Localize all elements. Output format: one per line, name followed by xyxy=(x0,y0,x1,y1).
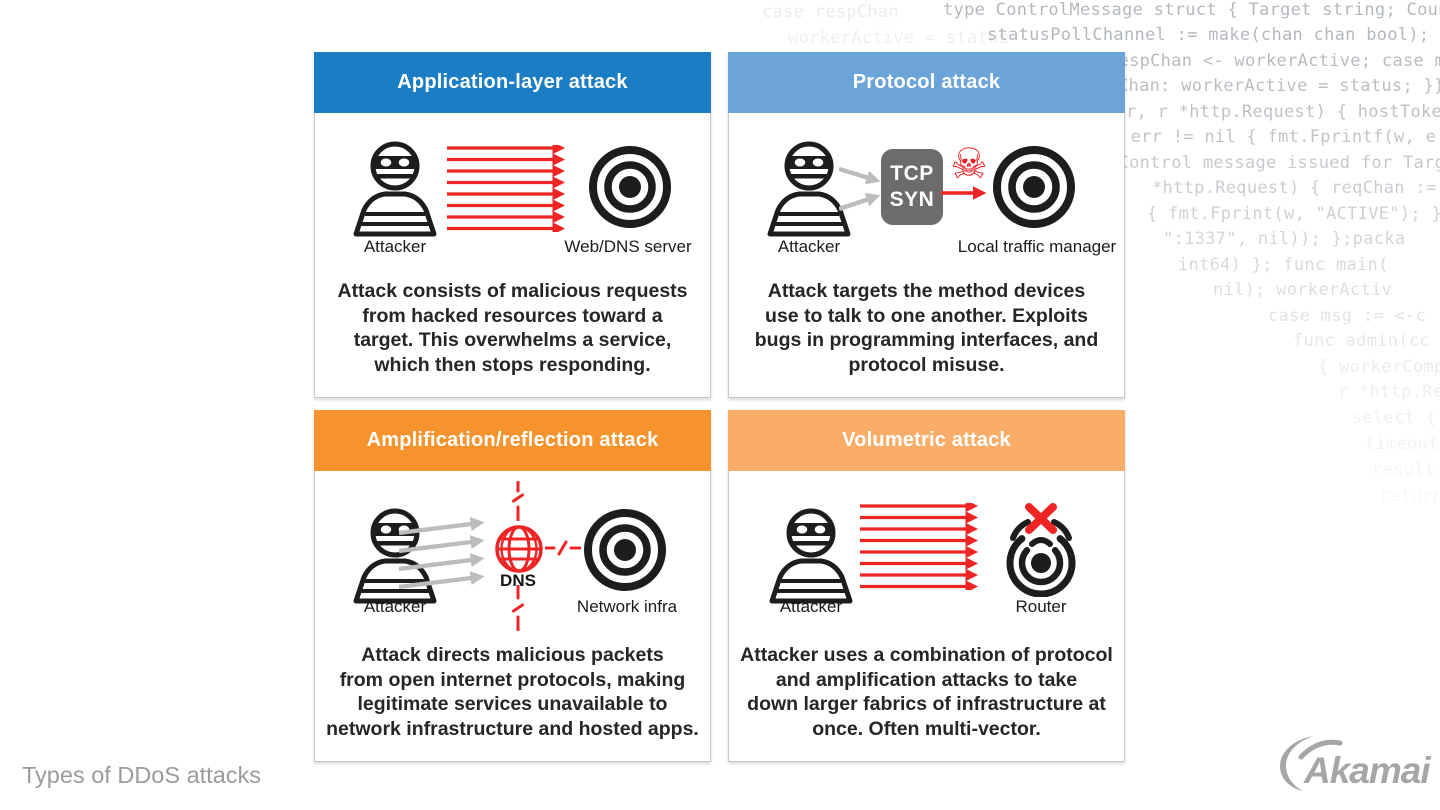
card-description: Attack targets the method devices use to… xyxy=(754,280,1099,376)
attacker-icon xyxy=(353,508,437,604)
page-caption: Types of DDoS attacks xyxy=(22,762,262,788)
card-header: Volumetric attack xyxy=(728,410,1125,471)
red-arrows-icon xyxy=(860,503,979,590)
card-amplification-reflection-attack: Amplification/reflection attack xyxy=(314,410,711,762)
card-application-layer-attack: Application-layer attack xyxy=(314,52,711,398)
card-title: Volumetric attack xyxy=(842,429,1011,451)
code-line: ":1337", nil)); };packa xyxy=(1163,229,1406,249)
code-line: r *http.Requ xyxy=(1338,382,1440,402)
target-label: Router xyxy=(1015,597,1067,616)
source-label: Attacker xyxy=(777,237,841,256)
attacker-icon xyxy=(769,508,853,604)
code-line: r, r *http.Request) { hostToken xyxy=(1126,102,1440,122)
red-arrows-icon xyxy=(447,145,566,232)
code-line: respChan <- workerActive; case msg : xyxy=(1108,51,1440,71)
target-icon xyxy=(584,509,666,591)
code-line: timeout := t xyxy=(1365,434,1440,454)
card-title: Amplification/reflection attack xyxy=(366,429,659,451)
code-line: statusPollChannel := make(chan chan bool… xyxy=(987,25,1440,45)
dns-label: DNS xyxy=(500,571,536,590)
code-line: case respChan xyxy=(762,2,899,22)
code-line: "Control message issued for Targ xyxy=(1108,153,1440,173)
target-icon xyxy=(993,146,1075,228)
code-line: nil); workerActiv xyxy=(1213,280,1393,300)
syn-label: SYN xyxy=(889,188,935,211)
card-title: Protocol attack xyxy=(852,71,1001,93)
code-line: select { cas xyxy=(1352,408,1440,428)
blocked-dashes-bottom-icon xyxy=(512,585,524,631)
blocked-dashes-right-icon xyxy=(545,540,581,556)
card-description: Attack consists of malicious requests fr… xyxy=(337,280,688,376)
card-header: Application-layer attack xyxy=(314,52,711,113)
attacker-icon xyxy=(767,141,851,237)
card-description: Attack directs malicious packets from op… xyxy=(326,644,699,740)
gray-arrows-icon xyxy=(839,166,881,212)
target-icon xyxy=(589,146,671,228)
code-line: case msg := <-c xyxy=(1268,306,1427,326)
code-line: { fmt.Fprint(w, "ACTIVE"); } xyxy=(1147,204,1440,224)
akamai-logo: Akamai xyxy=(1280,736,1432,791)
code-line: Chan: workerActive = status; }}}; xyxy=(1118,76,1440,96)
red-arrow-icon xyxy=(941,186,987,200)
code-line: if err != nil { fmt.Fprintf(w, e xyxy=(1099,127,1437,147)
skull-crossbones-icon: ☠ xyxy=(950,139,988,188)
tcp-label: TCP xyxy=(890,162,934,185)
source-label: Attacker xyxy=(363,597,427,616)
code-line: { workerComp xyxy=(1318,357,1440,377)
blocked-dashes-top-icon xyxy=(512,481,524,521)
card-header: Amplification/reflection attack xyxy=(314,410,711,471)
attacker-icon xyxy=(353,141,437,237)
code-line: int64) }; func main( xyxy=(1178,255,1389,275)
source-label: Attacker xyxy=(779,597,843,616)
router-x-icon xyxy=(1006,503,1076,597)
code-line: return; } xyxy=(1380,486,1440,506)
code-line: *http.Request) { reqChan := xyxy=(1152,178,1437,198)
code-line: type ControlMessage struct { Target stri… xyxy=(943,0,1440,20)
card-volumetric-attack: Volumetric attack xyxy=(728,410,1125,762)
svg-text:Akamai: Akamai xyxy=(1303,750,1431,791)
code-line: workerActive = status xyxy=(788,28,1010,48)
card-protocol-attack: Protocol attack TCP SYN ☠ xyxy=(728,52,1125,398)
card-title: Application-layer attack xyxy=(397,71,628,93)
card-description: Attacker uses a combination of protocol … xyxy=(740,644,1113,740)
gray-arrows-icon xyxy=(399,517,485,590)
target-label: Network infra xyxy=(576,597,678,616)
code-line: result := <- xyxy=(1372,460,1440,480)
target-label: Local traffic manager xyxy=(957,237,1117,256)
code-line: func admin(cc xyxy=(1293,331,1430,351)
target-label: Web/DNS server xyxy=(564,237,692,256)
source-label: Attacker xyxy=(363,237,427,256)
tcp-syn-box: TCP SYN xyxy=(881,149,943,225)
dns-globe-icon xyxy=(495,525,543,573)
card-header: Protocol attack xyxy=(728,52,1125,113)
